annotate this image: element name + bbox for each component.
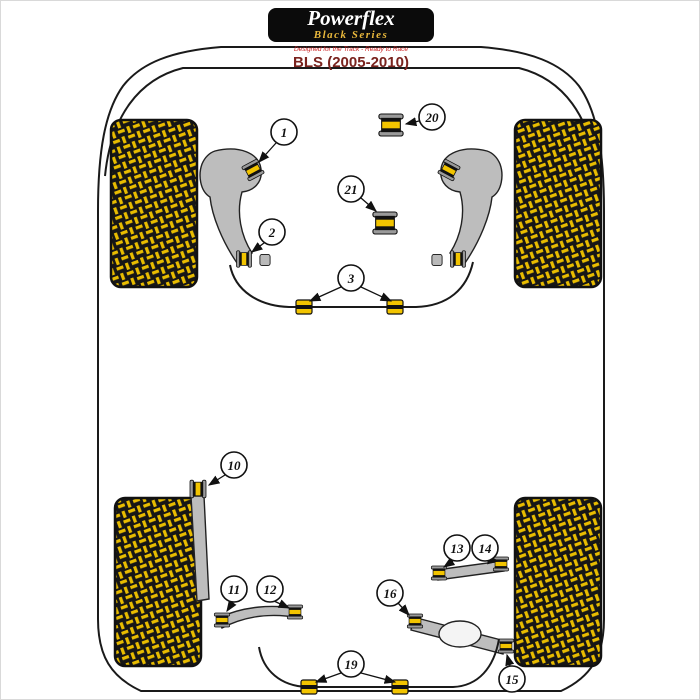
callout-21-circle <box>337 175 365 203</box>
callout-2-label: 2 <box>268 225 276 240</box>
lateral-arm-bushing-12 <box>286 604 304 620</box>
callout-13: 13 <box>442 534 471 568</box>
trailing-arm-bushing-10 <box>189 479 207 499</box>
callout-3-arrow-left <box>308 286 342 302</box>
callout-16-circle <box>376 579 404 607</box>
spring-seat <box>438 620 482 648</box>
callout-13-circle <box>443 534 471 562</box>
callout-21-label: 21 <box>344 182 358 197</box>
callout-2: 2 <box>250 218 286 253</box>
callout-19-arrow-right <box>360 672 397 684</box>
callout-19: 19 <box>314 650 397 684</box>
rear-right-tire <box>513 496 603 668</box>
rear-left-tire <box>113 496 203 668</box>
callouts: 1 2 3 10 11 12 <box>207 103 526 693</box>
callout-12-circle <box>256 575 284 603</box>
lateral-arm-bushing-11 <box>213 612 231 628</box>
callout-20-circle <box>418 103 446 131</box>
callout-16: 16 <box>376 579 410 616</box>
callout-19-label: 19 <box>345 657 359 672</box>
lower-arm-bushing-16 <box>406 613 424 629</box>
car-outline <box>97 46 605 692</box>
lower-bushing-sleeve <box>431 254 443 266</box>
callout-1-circle <box>270 118 298 146</box>
front-left-tire <box>109 118 199 289</box>
callout-11-label: 11 <box>228 582 240 597</box>
callout-2-circle <box>258 218 286 246</box>
callout-10-arrow <box>207 474 226 486</box>
callout-1: 1 <box>258 118 298 163</box>
lower-arm-bushing-15 <box>497 638 515 654</box>
callout-2-arrow <box>250 242 265 253</box>
callout-3-label: 3 <box>347 271 355 286</box>
powerflex-logo: Powerflex Black Series Designed for the … <box>268 6 434 53</box>
callout-14: 14 <box>471 534 500 565</box>
callout-11-circle <box>220 575 248 603</box>
callout-14-circle <box>471 534 499 562</box>
front-arb-bushing-right <box>386 299 404 315</box>
front-right-wishbone <box>431 148 503 268</box>
callout-13-arrow <box>442 557 456 568</box>
lower-bushing-sleeve <box>259 254 271 266</box>
callout-15: 15 <box>498 653 526 693</box>
rear-suspension <box>189 479 515 695</box>
upper-arm-bushing-14 <box>492 556 510 572</box>
callout-15-circle <box>498 665 526 693</box>
front-lower-bushing <box>236 250 252 268</box>
front-arb-bushing-left <box>295 299 313 315</box>
callout-15-label: 15 <box>506 672 520 687</box>
front-left-wishbone <box>199 148 271 268</box>
callout-20: 20 <box>404 103 446 131</box>
callout-1-label: 1 <box>281 125 288 140</box>
callout-14-label: 14 <box>479 541 493 556</box>
callout-19-circle <box>337 650 365 678</box>
front-suspension <box>199 113 503 315</box>
rear-left-lateral-arm <box>217 605 300 629</box>
callout-12: 12 <box>256 575 291 609</box>
callout-11: 11 <box>220 575 248 613</box>
logo-series: Black Series <box>313 29 389 41</box>
callout-3-circle <box>337 264 365 292</box>
upper-arm-bushing-13 <box>430 565 448 581</box>
callout-13-label: 13 <box>451 541 465 556</box>
callout-10-label: 10 <box>228 458 242 473</box>
callout-10: 10 <box>207 451 248 486</box>
callout-12-label: 12 <box>264 582 278 597</box>
callout-20-arrow <box>404 117 420 127</box>
engine-mount-bushing-20 <box>378 113 404 137</box>
logo-tagline: Designed for the Track - Ready to Race <box>294 46 408 53</box>
logo-brand: Powerflex <box>306 6 394 30</box>
callout-19-arrow-left <box>314 672 342 683</box>
callout-3-arrow-right <box>360 286 393 302</box>
callout-21-arrow <box>360 197 377 212</box>
front-anti-roll-bar <box>229 261 474 308</box>
callout-10-circle <box>220 451 248 479</box>
front-right-tire <box>513 118 603 289</box>
front-lower-bushing <box>450 250 466 268</box>
callout-15-arrow <box>505 653 515 667</box>
rear-anti-roll-bar <box>258 638 500 688</box>
callout-20-label: 20 <box>425 110 440 125</box>
callout-1-arrow <box>258 142 277 163</box>
tires <box>109 118 603 668</box>
page-title: BLS (2005-2010) <box>293 54 409 71</box>
callout-11-arrow <box>226 599 237 613</box>
callout-16-arrow <box>397 602 410 616</box>
logo-background <box>268 8 434 42</box>
callout-3: 3 <box>308 264 393 302</box>
rear-arb-bushing-left <box>300 679 318 695</box>
engine-mount-bushing-21 <box>372 211 398 235</box>
callout-16-label: 16 <box>384 586 398 601</box>
callout-21: 21 <box>337 175 377 212</box>
callout-12-arrow <box>273 599 291 609</box>
